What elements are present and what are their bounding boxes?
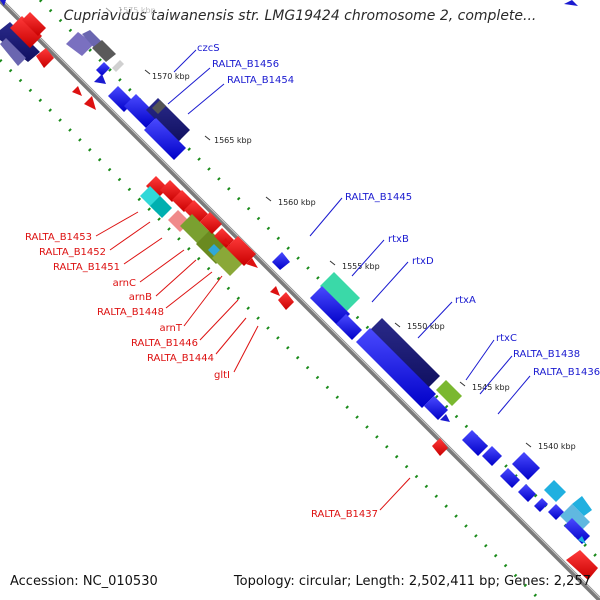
tick-label-1540: 1540 kbp — [538, 442, 576, 451]
forward-strand-genes — [0, 0, 592, 544]
map-title: Cupriavidus taiwanensis str. LMG19424 ch… — [63, 8, 537, 24]
gene-label-arnC: arnC — [113, 278, 136, 289]
gene-feature — [566, 550, 598, 580]
kbp-ticks: 1575 kbp 1570 kbp 1565 kbp 1560 kbp 1555… — [105, 6, 576, 451]
gene-feature — [152, 100, 166, 114]
gene-label-arnT: arnT — [159, 323, 182, 334]
gene-label-RALTA_B1453: RALTA_B1453 — [25, 232, 92, 243]
gene-feature — [144, 118, 186, 160]
gene-label-RALTA_B1444: RALTA_B1444 — [147, 353, 214, 364]
gene-label-rtxD: rtxD — [412, 256, 434, 267]
gene-feature — [96, 62, 110, 76]
gene-label-arnB: arnB — [129, 292, 152, 303]
gene-feature — [222, 238, 230, 246]
topology-text: Topology: circular; Length: 2,502,411 bp… — [233, 574, 591, 589]
gene-label-RALTA_B1436: RALTA_B1436 — [533, 367, 600, 378]
gene-feature-RALTA_B1448 — [212, 244, 244, 276]
gene-label-czcS: czcS — [197, 43, 220, 54]
reverse-gene-labels: RALTA_B1453 RALTA_B1452 RALTA_B1451 arnC… — [25, 232, 378, 520]
tick-label-1575: 1575 kbp — [118, 6, 156, 15]
gene-feature — [500, 468, 520, 488]
tick-label-1545: 1545 kbp — [472, 383, 510, 392]
accession-text: Accession: NC_010530 — [10, 574, 158, 589]
gene-feature-rtxA — [370, 318, 440, 388]
gene-feature — [0, 22, 40, 62]
gene-feature — [310, 286, 350, 326]
gene-feature — [10, 16, 42, 48]
gene-feature-RALTA_B1445 — [272, 252, 290, 270]
gene-feature — [270, 286, 280, 296]
gene-feature — [572, 496, 592, 516]
gene-label-RALTA_B1454: RALTA_B1454 — [227, 75, 294, 86]
gene-feature — [184, 200, 208, 224]
gene-label-rtxC: rtxC — [496, 333, 517, 344]
gene-feature — [214, 228, 234, 248]
gene-feature-czcS-region — [66, 32, 94, 56]
gene-feature-rtxB — [320, 272, 360, 312]
gene-label-RALTA_B1445: RALTA_B1445 — [345, 192, 412, 203]
gene-feature — [22, 12, 46, 36]
gene-label-RALTA_B1448: RALTA_B1448 — [97, 307, 164, 318]
gene-feature-RALTA_B1437 — [432, 438, 448, 456]
tick-label-1560: 1560 kbp — [278, 198, 316, 207]
gene-label-RALTA_B1446: RALTA_B1446 — [131, 338, 198, 349]
gene-label-rtxA: rtxA — [455, 295, 476, 306]
gene-feature — [0, 0, 6, 6]
gene-feature — [92, 40, 116, 62]
gene-feature-rtxD — [356, 328, 436, 408]
gene-label-RALTA_B1438: RALTA_B1438 — [513, 349, 580, 360]
tick-label-1570: 1570 kbp — [152, 72, 190, 81]
gene-feature-rtxC — [436, 380, 462, 406]
tick-label-1565: 1565 kbp — [214, 136, 252, 145]
reverse-strand-genes — [0, 12, 598, 580]
gene-feature — [246, 258, 258, 268]
gene-feature — [534, 498, 548, 512]
gene-label-RALTA_B1437: RALTA_B1437 — [311, 509, 378, 520]
gene-label-RALTA_B1456: RALTA_B1456 — [212, 59, 279, 70]
gene-feature — [150, 196, 172, 218]
tick-ring-inner — [0, 58, 542, 600]
gene-feature-arnC — [200, 212, 222, 234]
gene-label-gltI: gltI — [214, 370, 230, 381]
tick-ring-outer — [38, 0, 600, 562]
gene-feature — [84, 96, 96, 110]
gene-feature — [72, 86, 82, 96]
gene-feature — [440, 414, 450, 422]
gene-feature — [124, 94, 158, 128]
gene-feature — [564, 518, 590, 544]
gene-feature-RALTA_B1438 — [462, 430, 488, 456]
gene-feature — [482, 446, 502, 466]
gene-label-rtxB: rtxB — [388, 234, 409, 245]
gene-feature — [112, 60, 124, 72]
gene-feature-RALTA_B1436 — [512, 452, 540, 480]
gene-feature — [36, 48, 54, 68]
forward-gene-labels: czcS RALTA_B1456 RALTA_B1454 RALTA_B1445… — [197, 43, 600, 378]
gene-label-RALTA_B1452: RALTA_B1452 — [39, 247, 106, 258]
reverse-label-leaders — [95, 211, 411, 511]
gene-label-RALTA_B1451: RALTA_B1451 — [53, 262, 120, 273]
gene-feature — [564, 0, 578, 6]
forward-label-leaders — [167, 49, 531, 415]
gene-feature — [578, 536, 586, 544]
gene-feature — [560, 504, 590, 534]
gene-feature — [0, 38, 26, 66]
gene-feature — [518, 484, 536, 502]
gene-feature — [544, 480, 566, 502]
gene-feature — [336, 314, 362, 340]
gene-feature — [424, 396, 448, 420]
tick-label-1550: 1550 kbp — [407, 322, 445, 331]
gene-feature-arnT — [226, 236, 256, 266]
gene-feature — [94, 74, 106, 84]
gene-feature-RALTA_B1444 — [278, 292, 294, 310]
gene-feature — [208, 244, 220, 256]
